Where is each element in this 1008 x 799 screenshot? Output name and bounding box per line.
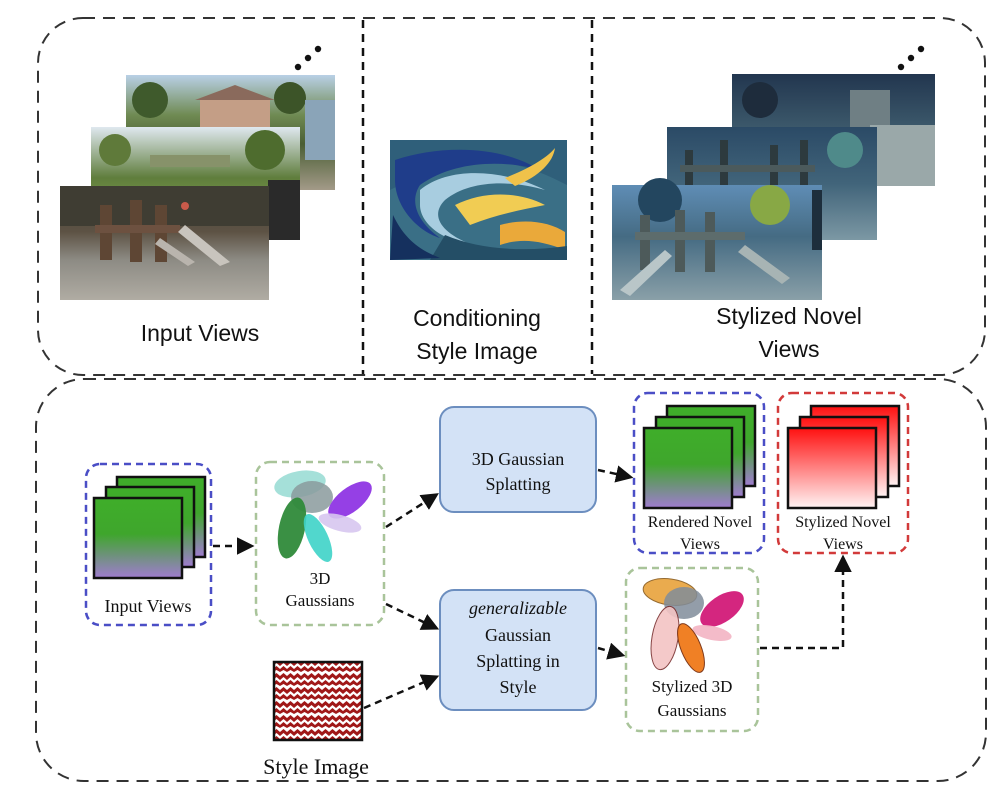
gsplat-style-process-box <box>439 589 597 711</box>
arrow-gsplat-to-stylized-gaussians <box>597 642 626 660</box>
stylized-views-group-box <box>776 391 910 555</box>
stylized-views-label-line1: Stylized Novel <box>716 303 862 329</box>
rendered-views-label-line1: Rendered Novel <box>648 514 753 531</box>
stylized-photo-front <box>612 178 822 300</box>
splatting-label-line2: Splatting <box>485 474 550 494</box>
stylized-gaussians-label-line2: Gaussians <box>658 701 727 720</box>
stylized-views-ellipsis <box>897 45 925 71</box>
rendered-views-label-line2: Views <box>680 536 720 553</box>
top-panel-frame <box>37 17 986 376</box>
arrow-gaussians-to-splatting <box>385 493 439 529</box>
stylized-views-label-line2: Views <box>759 336 820 362</box>
gsplat-style-label-line1: generalizable <box>469 598 567 618</box>
conditioning-style-image <box>390 140 567 260</box>
input-views-ellipsis <box>294 45 322 71</box>
arrow-gaussians-to-gsplat <box>385 602 440 630</box>
flow-arrows <box>213 465 852 710</box>
splatting-process-box <box>439 406 597 513</box>
gsplat-style-label-line3: Splatting in <box>476 651 560 671</box>
rendered-views-stack <box>642 404 757 510</box>
gaussians-label-line1: 3D <box>310 569 331 588</box>
conditioning-style-label-line1: Conditioning <box>413 305 541 331</box>
gaussians-label-line2: Gaussians <box>286 591 355 610</box>
input-photo-front <box>60 186 269 300</box>
stylized-views-node-label-line2: Views <box>823 536 863 553</box>
stylized-views-stack <box>786 404 901 510</box>
arrow-splatting-to-rendered <box>597 465 634 483</box>
gsplat-style-label-line4: Style <box>499 677 536 697</box>
input-views-stack <box>92 475 207 580</box>
input-views-node-label: Input Views <box>104 596 191 616</box>
arrow-style-to-gsplat <box>363 674 440 710</box>
input-views-photo-stack <box>60 75 335 300</box>
stylized-gaussians-group-box <box>624 566 760 733</box>
bottom-panel-frame <box>35 378 987 782</box>
style-image-label: Style Image <box>263 754 369 779</box>
stylized-views-node-label-line1: Stylized Novel <box>795 514 891 531</box>
rendered-views-group-box <box>632 391 766 555</box>
style-image-pattern <box>272 660 364 742</box>
splatting-label-line1: 3D Gaussian <box>472 449 565 469</box>
gaussians-blobs <box>274 470 372 562</box>
gsplat-style-label-line2: Gaussian <box>485 625 551 645</box>
input-views-group-box <box>84 462 213 627</box>
stylized-views-photo-stack <box>612 74 935 300</box>
gaussians-group-box <box>254 460 386 627</box>
input-views-label: Input Views <box>141 320 259 346</box>
arrow-stylized-gaussians-to-stylized-views <box>760 554 852 650</box>
stylized-gaussians-blobs <box>642 578 744 673</box>
stylized-gaussians-label-line1: Stylized 3D <box>652 677 733 696</box>
conditioning-style-label-line2: Style Image <box>416 338 537 364</box>
